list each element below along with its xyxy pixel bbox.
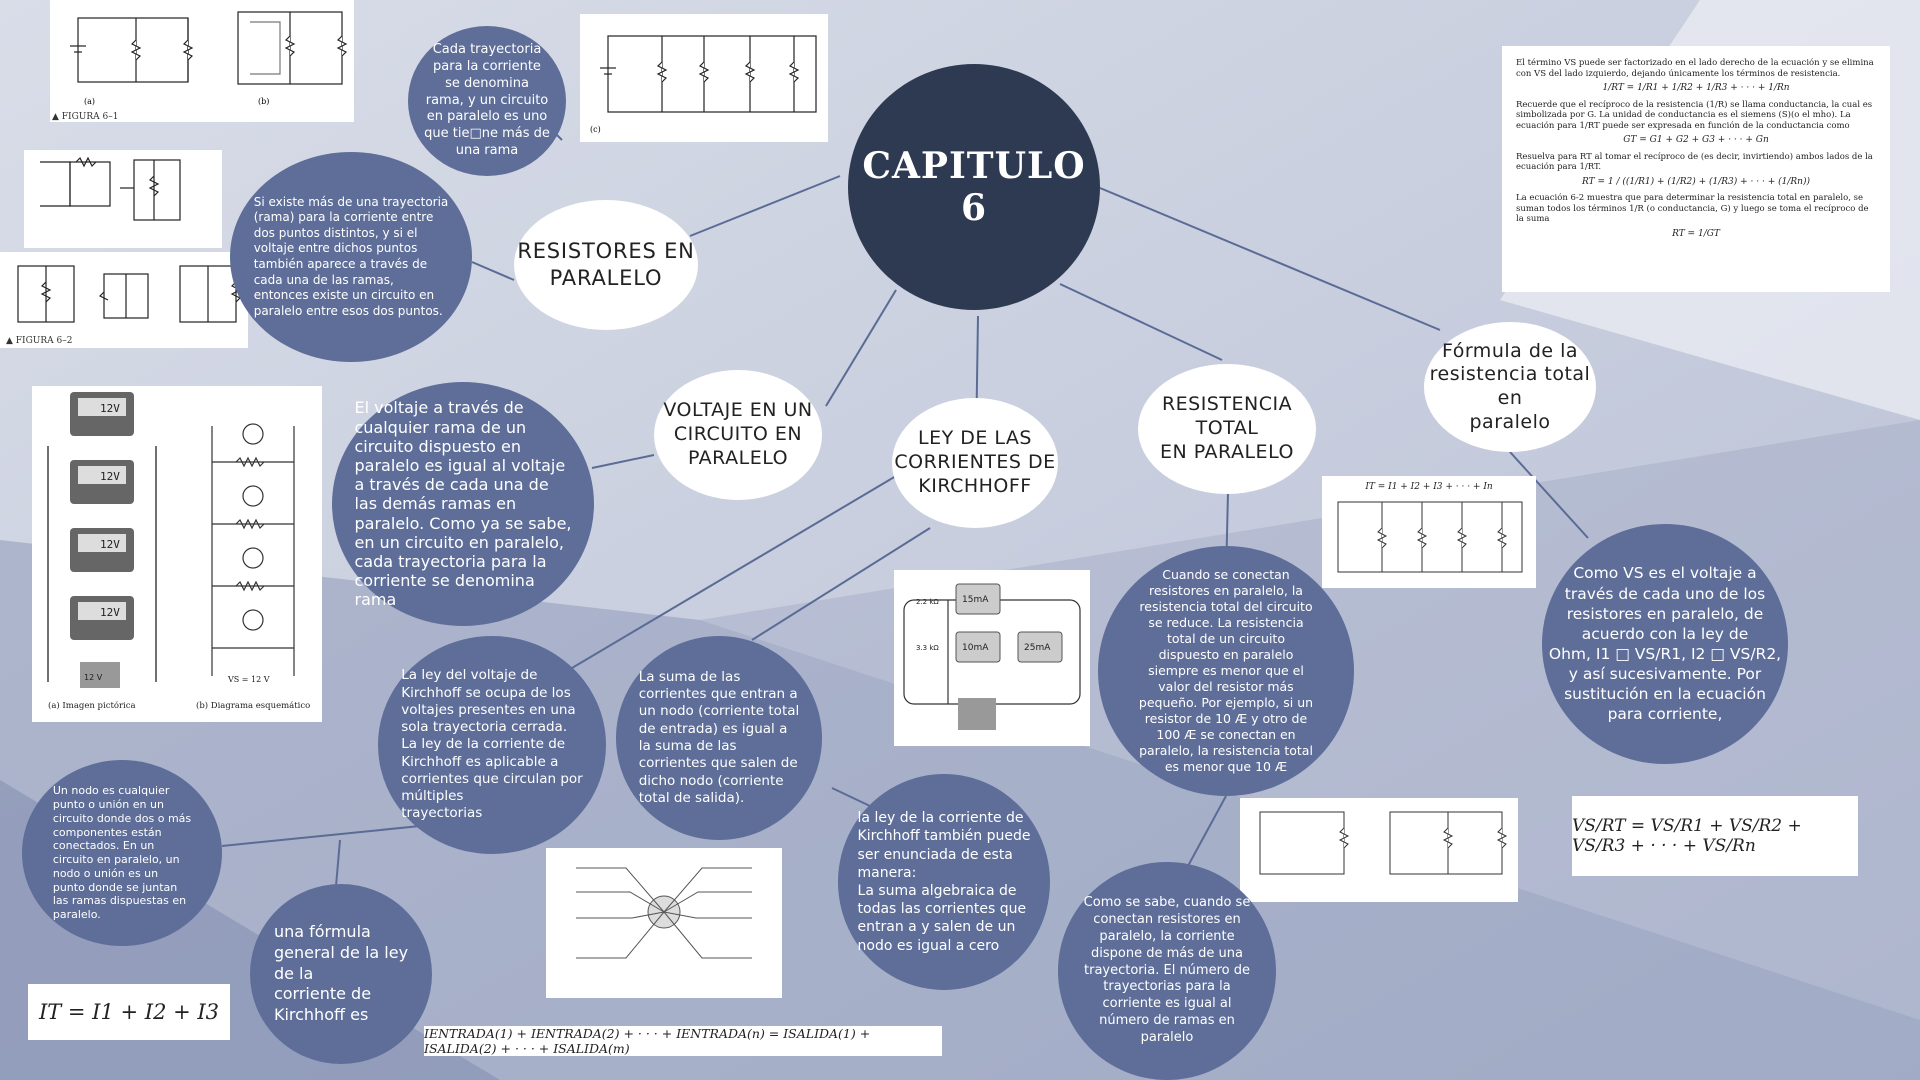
trayectoria-node[interactable]: Cada trayectoria para la corriente se de… (408, 26, 566, 176)
book-equation-2: GT = G1 + G2 + G3 + · · · + Gn (1623, 135, 1769, 146)
figure-6-2: ▲ FIGURA 6–2 (0, 252, 248, 348)
node-currents-figure (546, 848, 782, 998)
meter-reading-4: 12V (100, 606, 120, 619)
book-paragraph-4: La ecuación 6-2 muestra que para determi… (1516, 193, 1869, 225)
meter-reading-2: 12V (100, 470, 120, 483)
it-sum-formula: IT = I1 + I2 + I3 (28, 984, 230, 1040)
suma-text: La suma de las corrientes que entran a u… (638, 668, 800, 806)
como-vs-node[interactable]: Como VS es el voltaje a través de cada u… (1542, 524, 1788, 764)
central-title-node[interactable]: CAPITULO 6 (848, 64, 1100, 310)
vs-rt-formula: VS/RT = VS/R1 + VS/R2 + VS/R3 + · · · + … (1572, 796, 1858, 876)
book-equation-1: 1/RT = 1/R1 + 1/R2 + 1/R3 + · · · + 1/Rn (1602, 83, 1790, 94)
ley-voltaje-text: La ley del voltaje de Kirchhoff se ocupa… (401, 667, 583, 822)
como-sabe-node[interactable]: Como se sabe, cuando se conectan resisto… (1058, 862, 1276, 1080)
nodo-text: Un nodo es cualquier punto o unión en un… (52, 784, 192, 921)
current-chain-figure: IT = I1 + I2 + I3 + · · · + In (1322, 476, 1536, 588)
como-vs-text: Como VS es el voltaje a través de cada u… (1548, 564, 1782, 724)
topic-ley-node[interactable]: LEY DE LAS CORRIENTES DE KIRCHHOFF (892, 398, 1058, 528)
resistor-22k: 2.2 kΩ (916, 598, 939, 606)
current-chain-formula: IT = I1 + I2 + I3 + · · · + In (1365, 482, 1493, 492)
voltaje-node[interactable]: El voltaje a través de cualquier rama de… (332, 382, 594, 626)
branch-currents-diagram (1259, 811, 1508, 875)
formula-general-node[interactable]: una fórmula general de la ley de la corr… (250, 884, 432, 1064)
ley-corriente-text: la ley de la corriente de Kirchhoff tamb… (857, 810, 1031, 954)
ley-corriente-node[interactable]: la ley de la corriente de Kirchhoff tamb… (838, 774, 1050, 990)
pictorial-caption: (a) Imagen pictórica (48, 700, 136, 711)
cuando-text: Cuando se conectan resistores en paralel… (1138, 567, 1314, 774)
topic-ley-label: LEY DE LAS CORRIENTES DE KIRCHHOFF (894, 427, 1056, 497)
formula-general-text: una fórmula general de la ley de la corr… (273, 922, 409, 1025)
meter-reading-3: 12V (100, 538, 120, 551)
ley-voltaje-node[interactable]: La ley del voltaje de Kirchhoff se ocupa… (378, 636, 606, 854)
figure-6-2-top (24, 150, 222, 248)
book-paragraph-3: Resuelva para RT al tomar el recíproco d… (1516, 151, 1873, 173)
ammeter-circuit: 15mA 10mA 25mA 2.2 kΩ 3.3 kΩ (903, 583, 1081, 730)
book-equation-3: RT = 1 / ((1/R1) + (1/R2) + (1/R3) + · ·… (1582, 176, 1810, 187)
circuit-variants-diagram-2 (17, 265, 242, 323)
suma-node[interactable]: La suma de las corrientes que entran a u… (616, 636, 822, 840)
vs-label: VS = 12 V (227, 675, 270, 684)
cuando-node[interactable]: Cuando se conectan resistores en paralel… (1098, 546, 1354, 796)
battery-label: 12 V (84, 673, 103, 682)
topic-formula-node[interactable]: Fórmula de la resistencia total en paral… (1424, 322, 1596, 452)
book-equation-4: RT = 1/GT (1672, 229, 1720, 239)
nodo-node[interactable]: Un nodo es cualquier punto o unión en un… (22, 760, 222, 946)
topic-resistencia-label: RESISTENCIA TOTAL EN PARALELO (1160, 393, 1294, 463)
fig1-a-label: (a) (84, 97, 95, 106)
topic-formula-label: Fórmula de la resistencia total en paral… (1429, 339, 1591, 433)
trayectoria-text: Cada trayectoria para la corriente se de… (424, 41, 550, 159)
topic-resistores-node[interactable]: RESISTORES EN PARALELO (514, 200, 698, 330)
circuit-variants-diagram (40, 156, 181, 221)
four-resistor-circuit: (c) (590, 35, 817, 134)
topic-voltaje-label: VOLTAJE EN UN CIRCUITO EN PARALELO (663, 399, 813, 469)
como-sabe-text: Como se sabe, cuando se conectan resisto… (1083, 894, 1251, 1046)
kirchhoff-general-formula: IENTRADA(1) + IENTRADA(2) + · · · + IENT… (424, 1026, 942, 1056)
topic-voltaje-node[interactable]: VOLTAJE EN UN CIRCUITO EN PARALELO (654, 370, 822, 500)
ammeter-15: 15mA (962, 595, 989, 605)
book-paragraph-1: El término VS puede ser factorizado en e… (1516, 58, 1874, 79)
fig-c-label: (c) (590, 125, 601, 134)
topic-resistencia-node[interactable]: RESISTENCIA TOTAL EN PARALELO (1138, 364, 1316, 494)
ammeter-10: 10mA (962, 643, 989, 653)
pictorial-and-schematic: 12V 12V 12V 12V 12 V VS = 12 V (a) Image… (47, 392, 310, 711)
ammeters-figure: 15mA 10mA 25mA 2.2 kΩ 3.3 kΩ (894, 570, 1090, 746)
voltaje-text: El voltaje a través de cualquier rama de… (354, 398, 572, 610)
schematic-caption: (b) Diagrama esquemático (196, 700, 310, 711)
si-existe-node[interactable]: Si existe más de una trayectoria (rama) … (230, 152, 472, 362)
central-title: CAPITULO 6 (862, 145, 1086, 229)
book-page-excerpt: El término VS puede ser factorizado en e… (1502, 46, 1890, 292)
ammeter-25: 25mA (1024, 643, 1051, 653)
four-resistor-parallel-figure: (c) (580, 14, 828, 142)
branch-currents-figure (1240, 798, 1518, 902)
book-paragraph-2: Recuerde que el recíproco de la resisten… (1516, 99, 1873, 131)
current-chain-diagram (1337, 501, 1523, 573)
parallel-circuit-diagram: (a) (b) (70, 11, 348, 106)
voltage-meters-figure: 12V 12V 12V 12V 12 V VS = 12 V (a) Image… (32, 386, 322, 722)
fig1-b-label: (b) (258, 97, 269, 106)
resistor-33k: 3.3 kΩ (916, 644, 939, 652)
topic-resistores-label: RESISTORES EN PARALELO (517, 238, 695, 290)
meter-reading-1: 12V (100, 402, 120, 415)
figure-6-1: (a) (b) ▲ FIGURA 6–1 (50, 0, 354, 122)
si-existe-text: Si existe más de una trayectoria (rama) … (253, 194, 449, 318)
figure-6-1-caption: ▲ FIGURA 6–1 (52, 112, 119, 122)
node-currents-diagram (576, 867, 752, 959)
figure-6-2-caption: ▲ FIGURA 6–2 (6, 336, 73, 346)
